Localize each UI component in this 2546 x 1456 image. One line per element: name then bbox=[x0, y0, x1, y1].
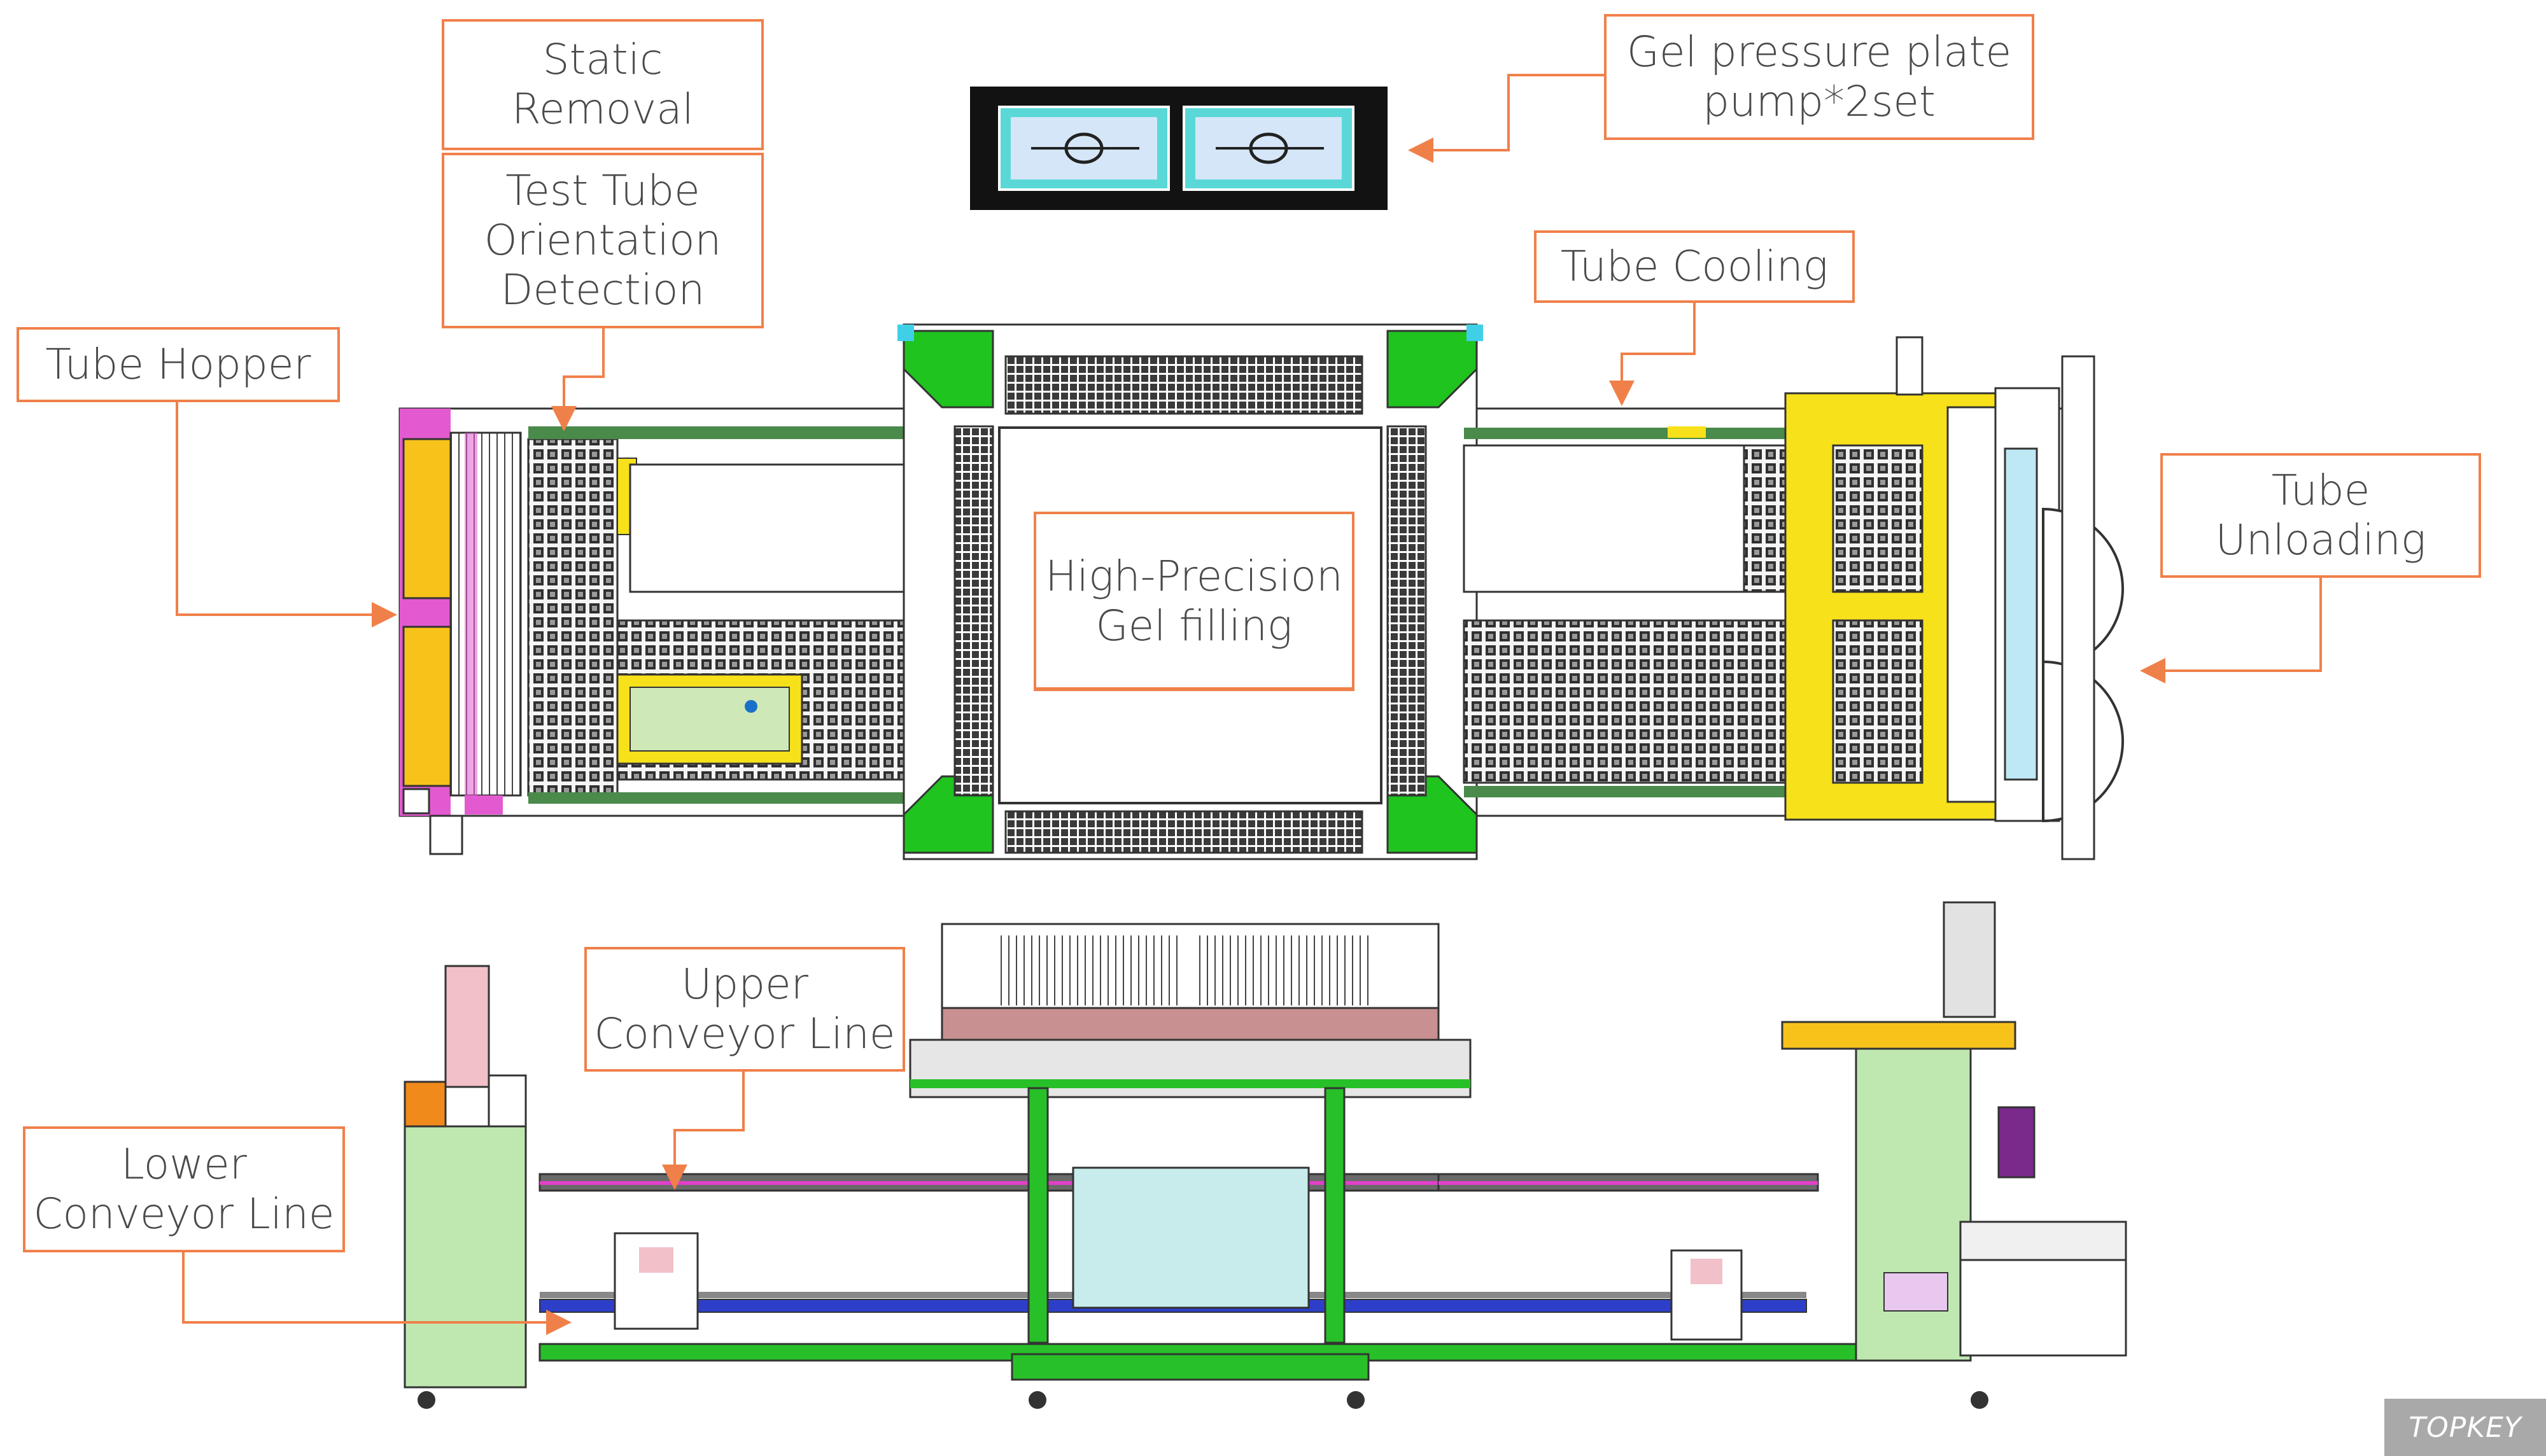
label-orientation-detection: Test Tube Orientation Detection bbox=[442, 153, 764, 328]
label-lower-conveyor: Lower Conveyor Line bbox=[23, 1126, 345, 1252]
callout-arrows bbox=[176, 74, 2322, 1335]
label-gel-filling: High-Precision Gel filling bbox=[1034, 512, 1354, 691]
arrow-tube-cooling bbox=[1609, 303, 1696, 406]
filling-gantry bbox=[909, 923, 1472, 1381]
label-tube-unloading: Tube Unloading bbox=[2160, 453, 2481, 578]
gel-pressure-plate-pump bbox=[970, 87, 1388, 210]
tube-unloading-module bbox=[1784, 336, 2124, 860]
tube-cooling-module bbox=[1463, 619, 1841, 784]
label-gel-pump: Gel pressure plate pump*2set bbox=[1604, 14, 2034, 140]
label-static-removal: Static Removal bbox=[442, 19, 764, 150]
orientation-detection-station bbox=[616, 673, 803, 765]
arrow-lower-conveyor bbox=[182, 1252, 572, 1335]
label-tube-hopper: Tube Hopper bbox=[17, 327, 340, 402]
top-view-machine bbox=[398, 323, 2124, 860]
arrow-tube-hopper bbox=[176, 398, 397, 627]
arrow-orientation bbox=[551, 328, 605, 431]
side-view-machine bbox=[404, 901, 2127, 1409]
watermark: TOPKEY bbox=[2384, 1399, 2546, 1456]
arrow-upper-conveyor bbox=[662, 1061, 745, 1190]
tube-hopper-module bbox=[400, 409, 522, 855]
arrow-gel-pump bbox=[1408, 74, 1604, 163]
label-tube-cooling: Tube Cooling bbox=[1534, 230, 1855, 303]
label-upper-conveyor: Upper Conveyor Line bbox=[584, 947, 905, 1072]
gel-filling-frame bbox=[897, 323, 1483, 860]
unloading-tower bbox=[1781, 901, 2127, 1362]
arrow-tube-unloading bbox=[2140, 574, 2322, 683]
